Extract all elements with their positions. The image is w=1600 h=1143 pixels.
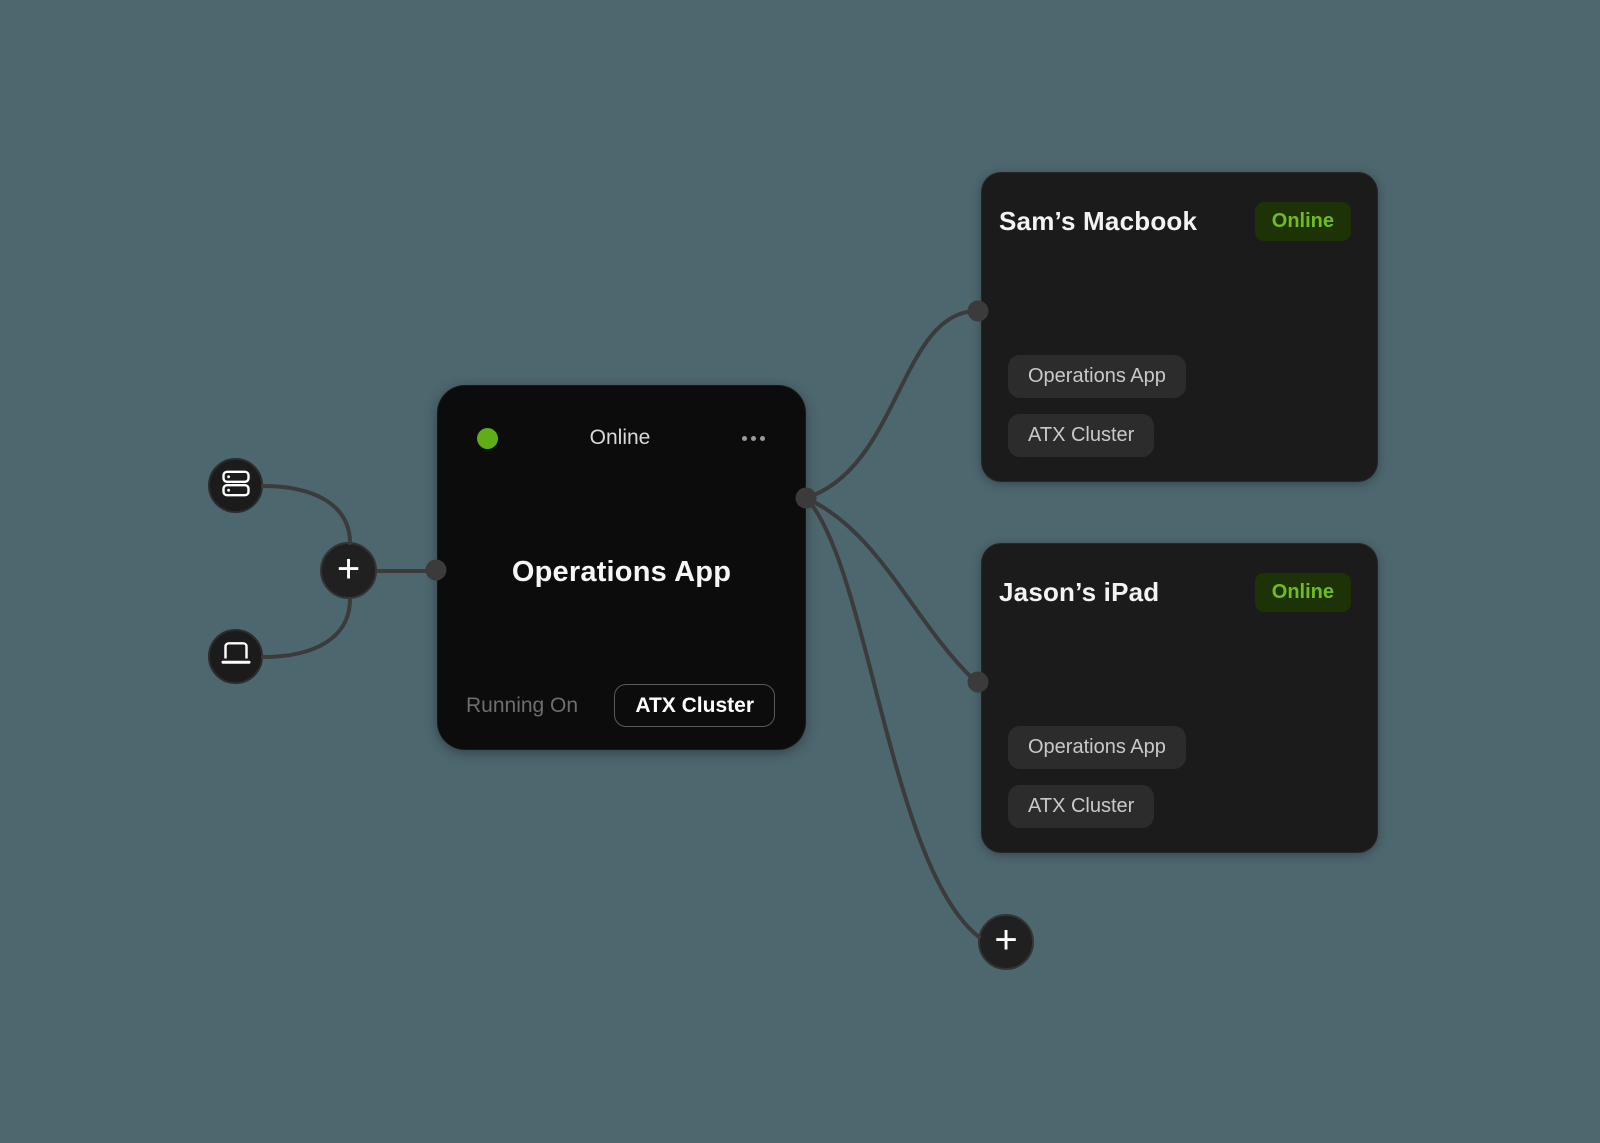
device-tags: Operations App ATX Cluster	[1008, 726, 1186, 828]
online-status-badge: Online	[1254, 573, 1351, 612]
app-status-label: Online	[589, 426, 651, 449]
tag-operations-app: Operations App	[1008, 726, 1186, 769]
server-node[interactable]	[208, 458, 263, 513]
online-status-badge: Online	[1254, 202, 1351, 241]
device-title: Jason’s iPad	[999, 577, 1160, 607]
device-tags: Operations App ATX Cluster	[1008, 355, 1186, 457]
device-node-sams-macbook[interactable]: Sam’s Macbook Online Operations App ATX …	[981, 172, 1378, 482]
operations-app-node[interactable]: Online Operations App Running On ATX Clu…	[437, 385, 806, 750]
atx-cluster-button[interactable]: ATX Cluster	[614, 684, 775, 727]
app-node-title: Operations App	[511, 556, 732, 588]
plus-icon: +	[336, 546, 361, 591]
add-connection-button[interactable]: +	[978, 914, 1034, 970]
wire-laptop-to-add	[261, 597, 352, 659]
tag-operations-app: Operations App	[1008, 355, 1186, 398]
device-title: Sam’s Macbook	[999, 206, 1198, 236]
laptop-icon	[220, 641, 252, 672]
add-input-button[interactable]: +	[320, 542, 377, 599]
server-rack-icon	[221, 470, 250, 502]
running-on-label: Running On	[466, 693, 579, 717]
device-header: Jason’s iPad Online	[999, 573, 1351, 612]
plus-icon: +	[994, 918, 1018, 962]
wire-app-to-jason	[804, 496, 975, 681]
ellipsis-menu-icon[interactable]	[742, 435, 765, 441]
tag-atx-cluster: ATX Cluster	[1008, 414, 1155, 457]
device-node-jasons-ipad[interactable]: Jason’s iPad Online Operations App ATX C…	[981, 543, 1378, 853]
wire-app-to-add	[804, 496, 981, 939]
tag-atx-cluster: ATX Cluster	[1008, 785, 1155, 828]
device-header: Sam’s Macbook Online	[999, 202, 1351, 241]
status-dot-icon	[477, 427, 498, 449]
wire-app-to-sam	[804, 309, 979, 500]
wire-server-to-add	[261, 484, 352, 545]
laptop-node[interactable]	[208, 629, 263, 684]
app-node-header: Online	[477, 426, 765, 449]
app-node-footer: Running On ATX Cluster	[466, 684, 775, 727]
